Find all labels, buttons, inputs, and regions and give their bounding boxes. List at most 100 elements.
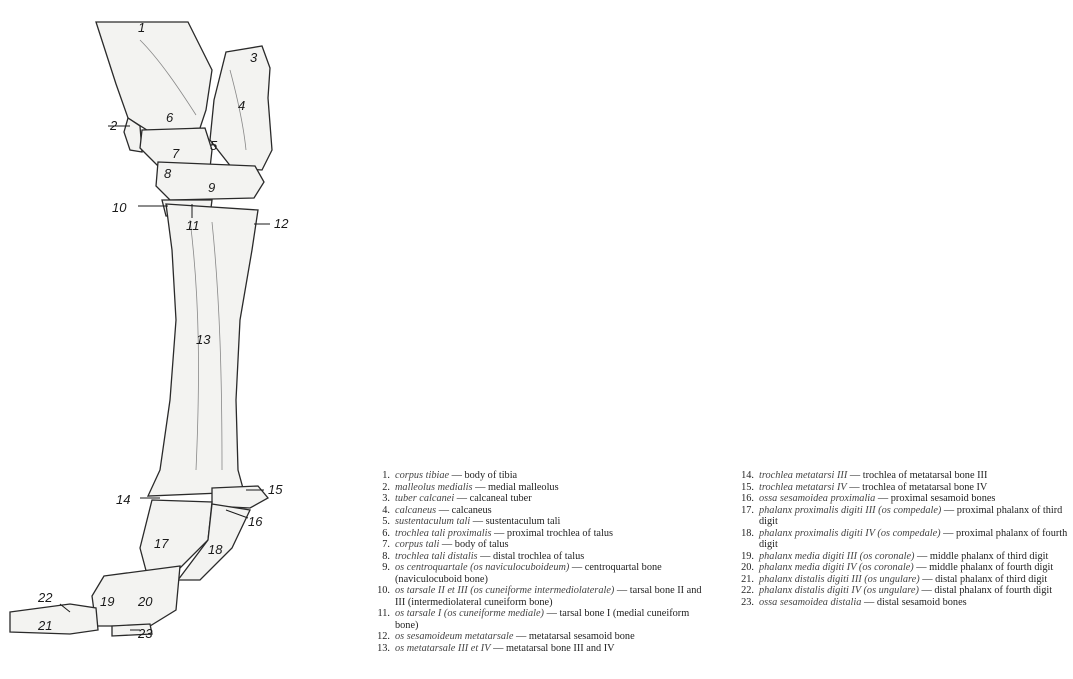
legend-entry: 17.phalanx proximalis digiti III (os com… <box>732 505 1073 528</box>
legend-latin-term: phalanx proximalis digiti III (os comped… <box>759 505 941 516</box>
legend-english-term: — metatarsal bone III and IV <box>491 643 615 654</box>
legend-latin-term: phalanx media digiti IV (os coronale) <box>759 562 914 573</box>
legend-number: 6. <box>368 528 395 540</box>
tibia-body <box>96 22 212 132</box>
label-4: 4 <box>238 98 245 113</box>
legend-latin-term: ossa sesamoidea distalia <box>759 597 861 608</box>
legend-english-term: — middle phalanx of fourth digit <box>914 562 1054 573</box>
legend-entry: 1.corpus tibiae — body of tibia <box>368 470 713 482</box>
legend-entry: 19.phalanx media digiti III (os coronale… <box>732 551 1073 563</box>
legend-number: 17. <box>732 505 759 528</box>
legend-latin-term: calcaneus <box>395 505 436 516</box>
label-10: 10 <box>112 200 127 215</box>
label-19: 19 <box>100 594 114 609</box>
legend-column-right: 14.trochlea metatarsi III — trochlea of … <box>732 470 1073 608</box>
legend-english-term: — sustentaculum tali <box>470 516 560 527</box>
legend-number: 20. <box>732 562 759 574</box>
legend-latin-term: tuber calcanei <box>395 493 454 504</box>
label-9: 9 <box>208 180 215 195</box>
legend-number: 10. <box>368 585 395 608</box>
label-3: 3 <box>250 50 258 65</box>
legend-latin-term: os metatarsale III et IV <box>395 643 491 654</box>
label-5: 5 <box>210 138 218 153</box>
label-18: 18 <box>208 542 223 557</box>
legend-number: 8. <box>368 551 395 563</box>
legend-number: 4. <box>368 505 395 517</box>
legend-english-term: — distal phalanx of fourth digit <box>919 585 1052 596</box>
legend-english-term: — metatarsal sesamoid bone <box>513 631 634 642</box>
legend-column-left: 1.corpus tibiae — body of tibia2.malleol… <box>368 470 713 654</box>
legend-latin-term: trochlea metatarsi III <box>759 470 847 481</box>
legend-english-term: — distal sesamoid bones <box>861 597 966 608</box>
label-23: 23 <box>137 626 153 641</box>
legend-entry: 15.trochlea metatarsi IV — trochlea of m… <box>732 482 1073 494</box>
legend-number: 15. <box>732 482 759 494</box>
legend-number: 7. <box>368 539 395 551</box>
legend-number: 5. <box>368 516 395 528</box>
label-13: 13 <box>196 332 211 347</box>
legend-english-term: — middle phalanx of third digit <box>914 551 1048 562</box>
legend-english-term: — proximal sesamoid bones <box>875 493 995 504</box>
label-11: 11 <box>186 218 200 233</box>
legend-entry: 3.tuber calcanei — calcaneal tuber <box>368 493 713 505</box>
legend-english-term: — body of talus <box>439 539 508 550</box>
legend-entry: 2.malleolus medialis — medial malleolus <box>368 482 713 494</box>
legend-entry: 16.ossa sesamoidea proximalia — proximal… <box>732 493 1073 505</box>
legend-entry: 11.os tarsale I (os cuneiforme mediale) … <box>368 608 713 631</box>
legend-latin-term: phalanx media digiti III (os coronale) <box>759 551 914 562</box>
label-2: 2 <box>109 118 118 133</box>
legend-latin-term: corpus tali <box>395 539 439 550</box>
label-1: 1 <box>138 20 145 35</box>
legend-entry: 7.corpus tali — body of talus <box>368 539 713 551</box>
legend-english-term: — trochlea of metatarsal bone III <box>847 470 987 481</box>
legend-entry: 6.trochlea tali proximalis — proximal tr… <box>368 528 713 540</box>
legend-latin-term: phalanx proximalis digiti IV (os compeda… <box>759 528 941 539</box>
label-20: 20 <box>137 594 153 609</box>
legend-number: 19. <box>732 551 759 563</box>
metatarsal <box>148 204 258 496</box>
legend-entry: 18.phalanx proximalis digiti IV (os comp… <box>732 528 1073 551</box>
legend-english-term: — trochlea of metatarsal bone IV <box>847 482 988 493</box>
legend-number: 12. <box>368 631 395 643</box>
label-14: 14 <box>116 492 130 507</box>
legend-entry: 8.trochlea tali distalis — distal trochl… <box>368 551 713 563</box>
legend-latin-term: trochlea tali distalis <box>395 551 478 562</box>
legend-number: 1. <box>368 470 395 482</box>
label-21: 21 <box>37 618 52 633</box>
legend-latin-term: phalanx distalis digiti III (os ungulare… <box>759 574 920 585</box>
legend-latin-term: ossa sesamoidea proximalia <box>759 493 875 504</box>
legend-entry: 5.sustentaculum tali — sustentaculum tal… <box>368 516 713 528</box>
legend-entry: 23.ossa sesamoidea distalia — distal ses… <box>732 597 1073 609</box>
bone-illustration: 1 2 3 4 5 6 7 8 9 10 11 12 13 14 15 16 1… <box>0 0 330 679</box>
legend-entry: 22.phalanx distalis digiti IV (os ungula… <box>732 585 1073 597</box>
legend-number: 23. <box>732 597 759 609</box>
legend-latin-term: os sesamoideum metatarsale <box>395 631 513 642</box>
legend-latin-term: sustentaculum tali <box>395 516 470 527</box>
legend-latin-term: corpus tibiae <box>395 470 449 481</box>
legend-latin-term: os tarsale I (os cuneiforme mediale) <box>395 608 544 619</box>
label-22: 22 <box>37 590 53 605</box>
legend-latin-term: trochlea metatarsi IV <box>759 482 847 493</box>
legend-entry: 13.os metatarsale III et IV — metatarsal… <box>368 643 713 655</box>
legend-number: 13. <box>368 643 395 655</box>
legend-english-term: — distal phalanx of third digit <box>920 574 1048 585</box>
legend-number: 16. <box>732 493 759 505</box>
legend-english-term: — distal trochlea of talus <box>478 551 585 562</box>
label-17: 17 <box>154 536 169 551</box>
legend-number: 2. <box>368 482 395 494</box>
legend-number: 9. <box>368 562 395 585</box>
legend-english-term: — proximal trochlea of talus <box>491 528 613 539</box>
legend-number: 21. <box>732 574 759 586</box>
label-16: 16 <box>248 514 263 529</box>
phalanx-distal <box>10 604 98 634</box>
legend-number: 11. <box>368 608 395 631</box>
legend-number: 22. <box>732 585 759 597</box>
label-12: 12 <box>274 216 289 231</box>
legend-latin-term: os tarsale II et III (os cuneiforme inte… <box>395 585 614 596</box>
legend-number: 14. <box>732 470 759 482</box>
legend-entry: 21.phalanx distalis digiti III (os ungul… <box>732 574 1073 586</box>
legend-number: 3. <box>368 493 395 505</box>
label-15: 15 <box>268 482 283 497</box>
label-6: 6 <box>166 110 174 125</box>
legend-entry: 10.os tarsale II et III (os cuneiforme i… <box>368 585 713 608</box>
